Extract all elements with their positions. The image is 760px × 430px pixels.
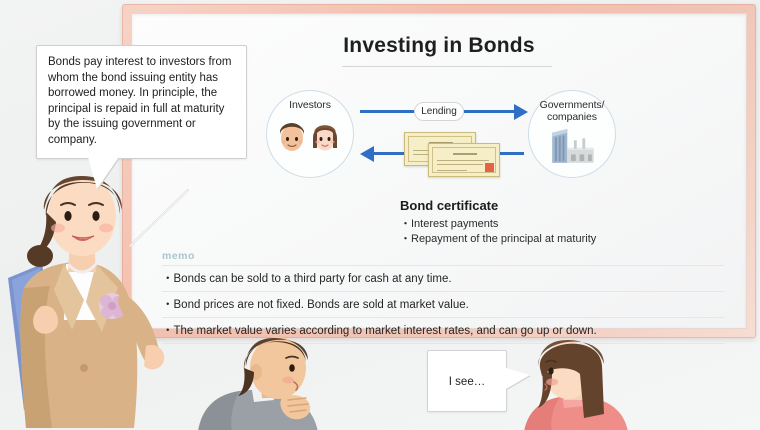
lending-arrow-head [514, 104, 528, 120]
buildings-icon [529, 125, 615, 171]
investor-man-icon [280, 122, 304, 151]
student-speech-bubble: I see… [427, 350, 507, 412]
memo-item: ・Bond prices are not fixed. Bonds are so… [162, 291, 724, 317]
bond-certificates-graphic [404, 132, 524, 178]
certificate-text-line [437, 164, 483, 165]
student-woman-character [524, 340, 628, 430]
bond-caption-item: ・Interest payments [400, 218, 499, 230]
page-title: Investing in Bonds [343, 34, 535, 57]
certificate-seal-icon [485, 163, 494, 172]
memo-item: ・The market value varies according to ma… [162, 317, 724, 344]
bond-caption-item: ・Repayment of the principal at maturity [400, 233, 597, 245]
teacher-speech-bubble: Bonds pay interest to investors from who… [36, 45, 247, 159]
investor-woman-icon [313, 124, 337, 150]
certificate-text-line [437, 170, 467, 171]
investors-label: Investors [289, 99, 331, 111]
certificate-border [432, 147, 496, 173]
bond-caption-title: Bond certificate [400, 198, 499, 213]
student-bubble-tail [506, 368, 530, 389]
bond-flow-diagram: Investors [132, 86, 746, 198]
diagram-node-issuers: Governments/ companies [528, 90, 616, 178]
certificate-heading-line [453, 153, 477, 155]
office-factory-icon [552, 128, 594, 163]
bond-certificate-front [428, 143, 500, 177]
repayment-arrow-head [360, 146, 374, 162]
memo-label: memo [162, 250, 195, 262]
presenter-character [8, 176, 165, 428]
teacher-bubble-tail [88, 157, 119, 189]
issuers-label: Governments/ companies [539, 99, 605, 123]
pointer-stick [128, 188, 190, 248]
bond-certificate-caption: Bond certificate ・Interest payments ・Rep… [400, 198, 596, 247]
student-man-character [198, 337, 318, 430]
title-underline [342, 66, 552, 67]
lending-label-pill: Lending [414, 102, 464, 121]
diagram-node-investors: Investors [266, 90, 354, 178]
lending-arrow-right-segment [464, 110, 516, 113]
memo-item: ・Bonds can be sold to a third party for … [162, 265, 724, 291]
lending-arrow-left-segment [360, 110, 414, 113]
investor-faces [267, 116, 353, 160]
certificate-text-line [437, 160, 489, 161]
memo-section: memo ・Bonds can be sold to a third party… [162, 250, 724, 344]
